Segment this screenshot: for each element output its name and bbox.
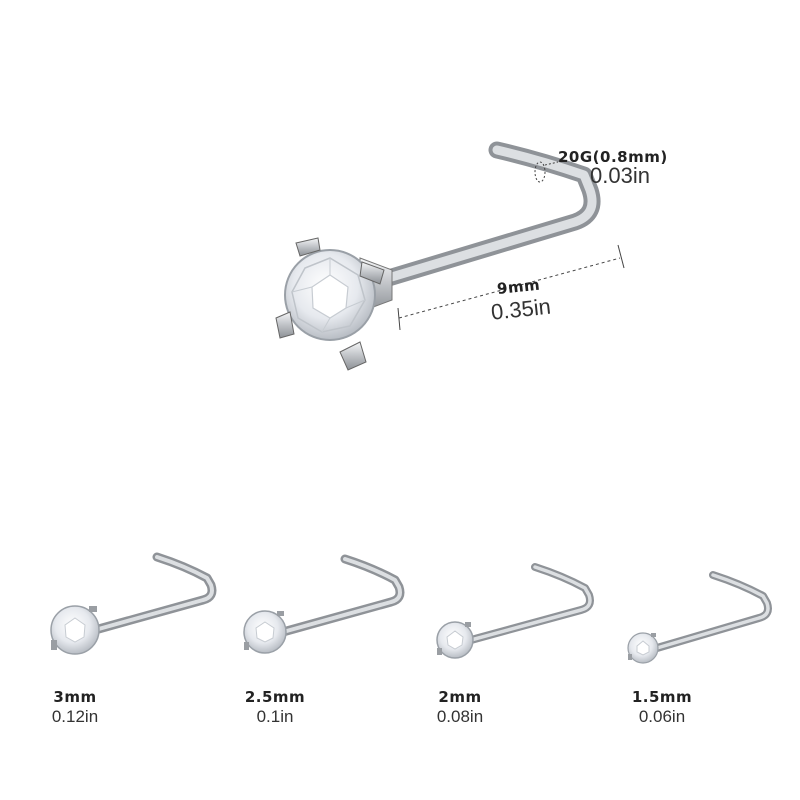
size-in-text: 0.08in xyxy=(436,707,484,726)
gauge-label: 20G(0.8mm) 0.03in xyxy=(558,150,668,187)
stud-3mm xyxy=(50,552,217,655)
gauge-mm-text: 20G(0.8mm) xyxy=(558,148,668,166)
gauge-in-text: 0.03in xyxy=(590,163,650,188)
stud-2mm xyxy=(436,563,594,659)
size-mm-text: 2.5mm xyxy=(244,688,306,706)
size-label-3mm: 3mm 0.12in xyxy=(30,688,120,726)
gauge-indicator xyxy=(534,161,559,183)
size-in-text: 0.12in xyxy=(51,707,99,726)
size-in-text: 0.1in xyxy=(256,707,294,726)
size-in-text: 0.06in xyxy=(638,707,686,726)
size-mm-text: 2mm xyxy=(438,688,482,706)
main-nose-stud xyxy=(275,141,601,371)
size-mm-text: 3mm xyxy=(53,688,97,706)
stud-2_5mm xyxy=(243,554,405,654)
size-mm-text: 1.5mm xyxy=(631,688,693,706)
stud-1_5mm xyxy=(627,571,772,664)
main-gem xyxy=(284,249,376,341)
length-label: 9mm 0.35in xyxy=(488,276,552,325)
length-dimension-line xyxy=(397,244,625,331)
size-label-2_5mm: 2.5mm 0.1in xyxy=(225,688,325,726)
size-label-2mm: 2mm 0.08in xyxy=(415,688,505,726)
size-label-1_5mm: 1.5mm 0.06in xyxy=(612,688,712,726)
